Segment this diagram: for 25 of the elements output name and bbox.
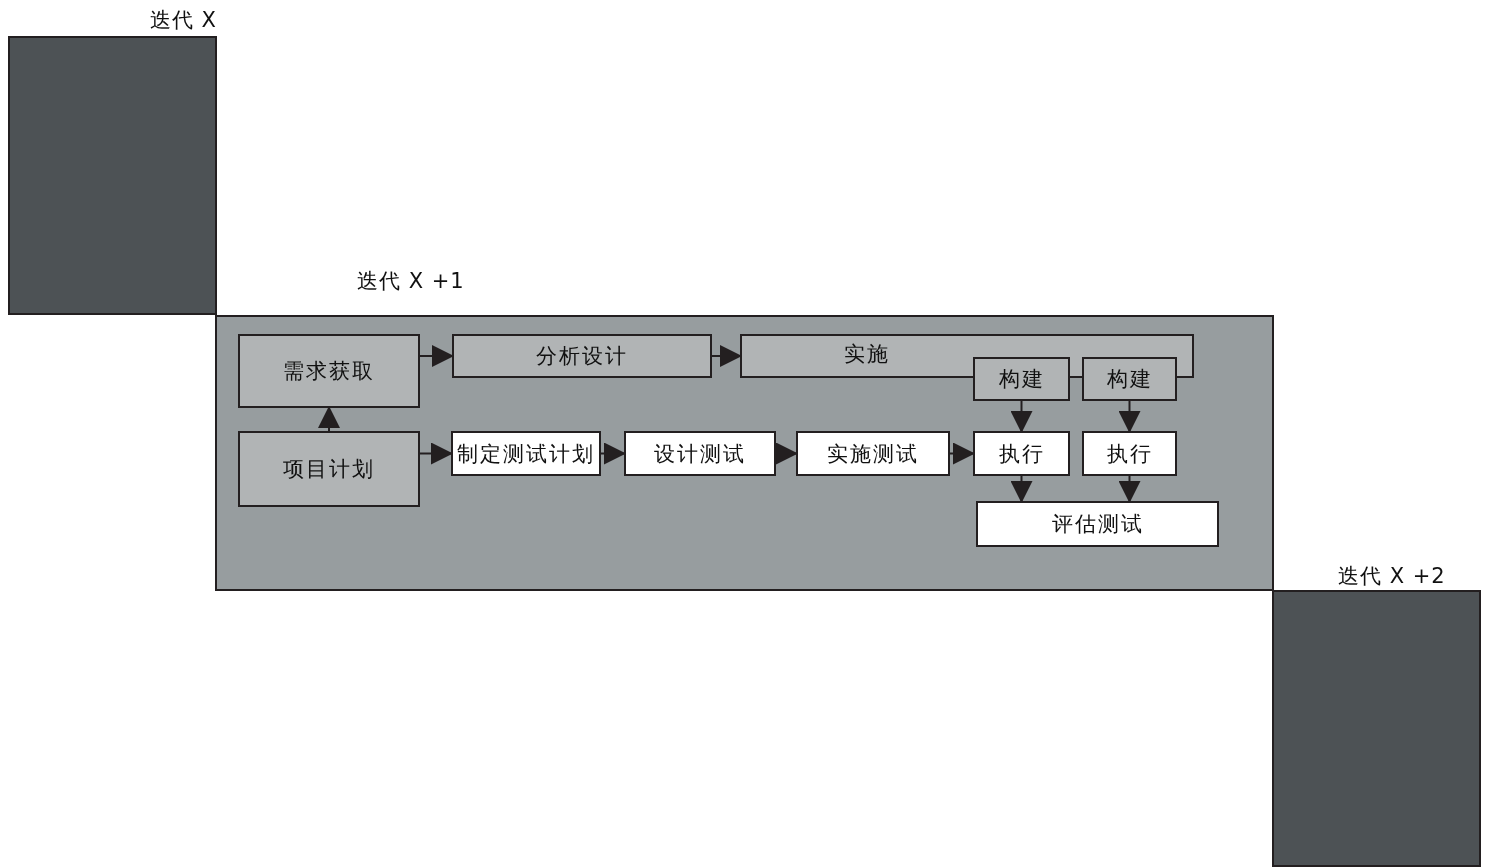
arrow — [1118, 475, 1141, 503]
process-box: 制定测试计划 — [451, 431, 601, 476]
arrow — [711, 345, 742, 367]
process-box: 设计测试 — [624, 431, 776, 476]
arrow — [419, 345, 454, 367]
arrow — [1010, 475, 1033, 503]
process-box: 执行 — [1082, 431, 1177, 476]
iteration-label: 迭代 X +2 — [1338, 563, 1446, 590]
process-box: 执行 — [973, 431, 1070, 476]
arrow — [318, 406, 340, 432]
process-box: 构建 — [973, 357, 1070, 401]
arrow — [1118, 400, 1141, 433]
arrow — [775, 442, 798, 465]
iteration-label: 迭代 X — [149, 7, 217, 34]
process-box: 分析设计 — [452, 334, 712, 378]
process-box: 评估测试 — [976, 501, 1219, 547]
iteration-label: 迭代 X +1 — [357, 268, 465, 295]
arrow — [419, 442, 453, 465]
process-box: 构建 — [1082, 357, 1177, 401]
process-box: 实施测试 — [796, 431, 950, 476]
process-box: 需求获取 — [238, 334, 420, 408]
arrow — [600, 442, 626, 465]
arrow — [949, 442, 975, 465]
process-box: 项目计划 — [238, 431, 420, 507]
arrow — [1010, 400, 1033, 433]
